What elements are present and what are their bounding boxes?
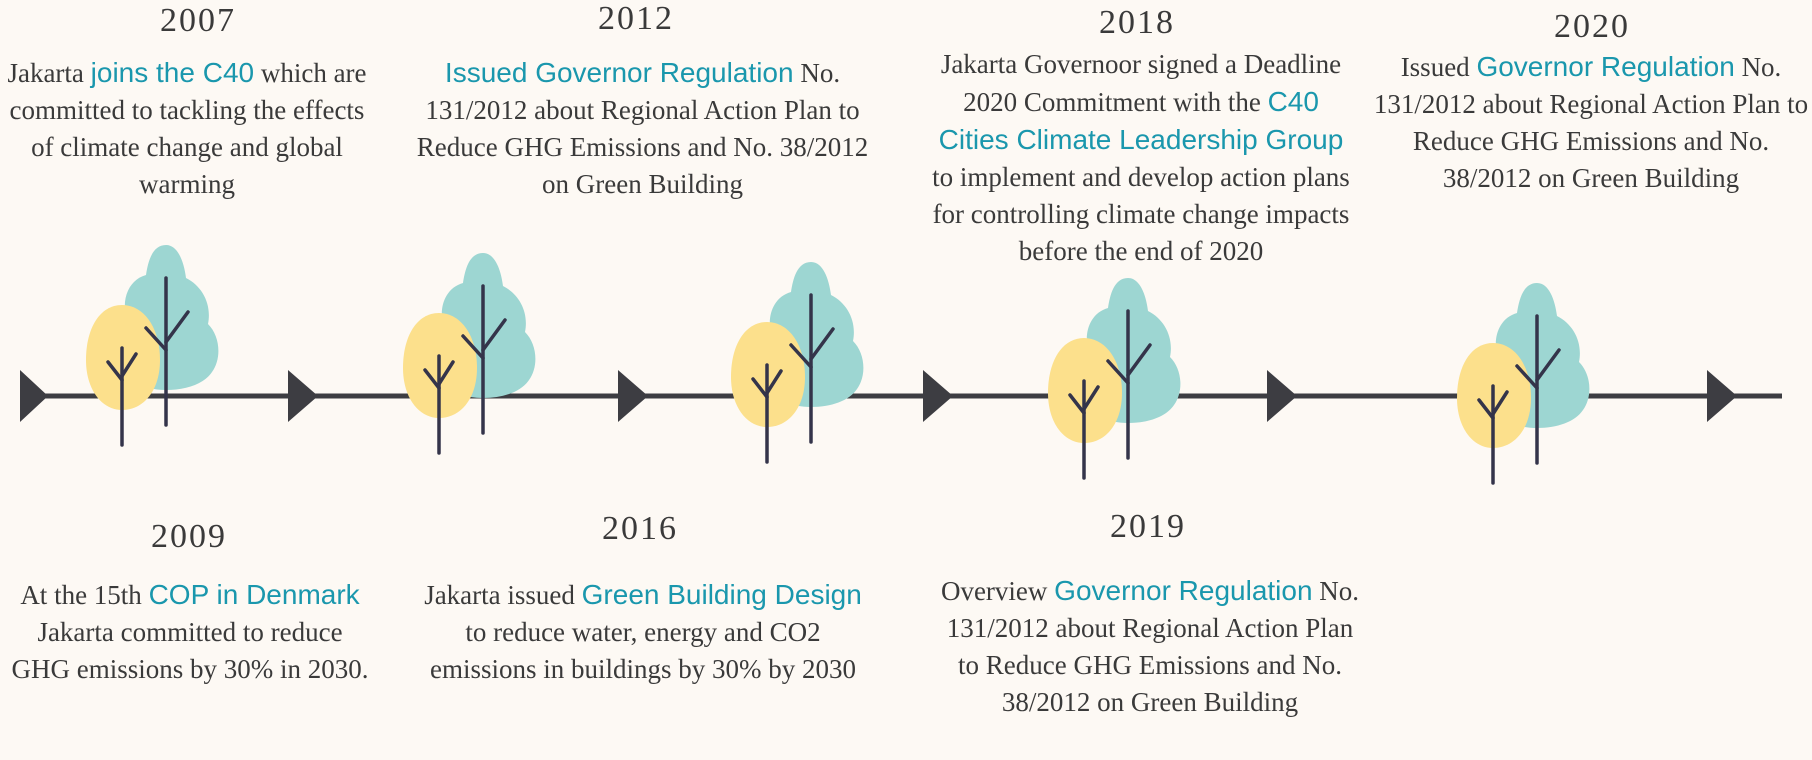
event-description: At the 15th COP in Denmark Jakarta commi… <box>8 576 372 688</box>
desc-text: Issued <box>1400 52 1477 82</box>
desc-text: Jakarta Governoor signed a Deadline 2020… <box>940 49 1342 117</box>
arrow-marker <box>20 370 48 422</box>
year-label: 2020 <box>1554 8 1630 45</box>
desc-text: Overview <box>940 576 1055 606</box>
tree-illustration <box>729 260 866 464</box>
year-label: 2012 <box>598 0 674 37</box>
event-description: Issued Governor Regulation No. 131/2012 … <box>1372 48 1810 197</box>
desc-text: to reduce water, energy and CO2 emission… <box>429 617 856 684</box>
desc-highlight: Governor Regulation <box>1054 575 1313 606</box>
desc-highlight: COP in Denmark <box>148 579 360 610</box>
desc-text: At the 15th <box>20 580 149 610</box>
event-description: Jakarta Governoor signed a Deadline 2020… <box>925 46 1357 270</box>
arrow-marker <box>1707 370 1737 422</box>
year-label: 2009 <box>151 518 227 555</box>
tree-illustration <box>84 243 221 447</box>
arrow-marker <box>1267 370 1297 422</box>
desc-text: which are committed to tackling the effe… <box>9 58 367 199</box>
desc-highlight: Governor Regulation <box>1476 51 1735 82</box>
desc-text: Jakarta committed to reduce GHG emission… <box>11 617 369 684</box>
arrow-marker <box>288 370 318 422</box>
event-description: Jakarta joins the C40 which are committe… <box>4 54 370 203</box>
event-description: Jakarta issued Green Building Design to … <box>420 576 866 688</box>
event-description: Overview Governor Regulation No. 131/201… <box>940 572 1360 721</box>
desc-highlight: joins the C40 <box>90 57 255 88</box>
year-label: 2018 <box>1099 4 1175 41</box>
desc-text: No. 131/2012 about Regional Action Plan … <box>416 58 869 199</box>
desc-text: to implement and develop action plans fo… <box>932 162 1350 266</box>
year-label: 2016 <box>602 510 678 547</box>
event-description: Issued Governor Regulation No. 131/2012 … <box>415 54 870 203</box>
desc-text: Jakarta issued <box>424 580 582 610</box>
desc-text: No. 131/2012 about Regional Action Plan … <box>1373 52 1809 193</box>
tree-illustration <box>401 251 538 455</box>
desc-text: No. 131/2012 about Regional Action Plan … <box>946 576 1360 717</box>
desc-highlight: C40 Cities Climate Leadership Group <box>938 86 1344 155</box>
tree-illustration <box>1046 276 1183 480</box>
tree-illustration <box>1455 281 1592 485</box>
year-label: 2019 <box>1110 508 1186 545</box>
arrow-marker <box>923 370 953 422</box>
desc-highlight: Issued Governor Regulation <box>444 57 794 88</box>
arrow-marker <box>618 370 648 422</box>
desc-text: Jakarta <box>7 58 91 88</box>
desc-highlight: Green Building Design <box>581 579 862 610</box>
year-label: 2007 <box>160 2 236 39</box>
